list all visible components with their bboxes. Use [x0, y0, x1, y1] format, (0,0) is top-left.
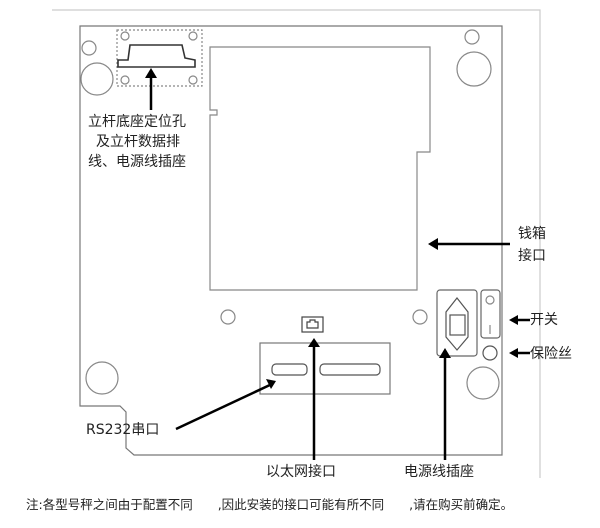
power-socket-frame — [436, 289, 478, 357]
ethernet-port — [301, 316, 324, 333]
db9-port — [271, 363, 308, 376]
serial-board — [259, 342, 391, 395]
hole — [81, 40, 97, 56]
label-power: 电源线插座 — [404, 464, 474, 480]
hole — [456, 51, 492, 87]
label-ethernet: 以太网接口 — [266, 464, 336, 480]
inner-window — [209, 46, 431, 291]
switch — [480, 289, 501, 339]
base-connector — [117, 44, 196, 68]
panel-outline — [79, 25, 503, 456]
power-socket — [445, 297, 469, 351]
db25-port — [319, 363, 381, 376]
hole — [464, 29, 480, 45]
label-fuse: 保险丝 — [530, 346, 572, 362]
label-base-holes-3: 线、电源线插座 — [88, 154, 186, 170]
base-connector-box — [116, 29, 203, 87]
label-cashbox-1: 钱箱 — [518, 226, 546, 242]
label-cashbox-2: 接口 — [518, 248, 546, 264]
label-rs232: RS232串口 — [86, 422, 160, 438]
hole — [80, 62, 114, 96]
label-base-holes-1: 立杆底座定位孔 — [88, 114, 186, 130]
footnote: 注:各型号秤之间由于配置不同 ,因此安装的接口可能有所不同 ,请在购买前确定。 — [26, 497, 514, 512]
fuse — [482, 345, 498, 361]
outer-frame — [52, 9, 541, 478]
label-switch: 开关 — [530, 312, 558, 328]
label-base-holes-2: 及立杆数据排 — [96, 134, 180, 150]
